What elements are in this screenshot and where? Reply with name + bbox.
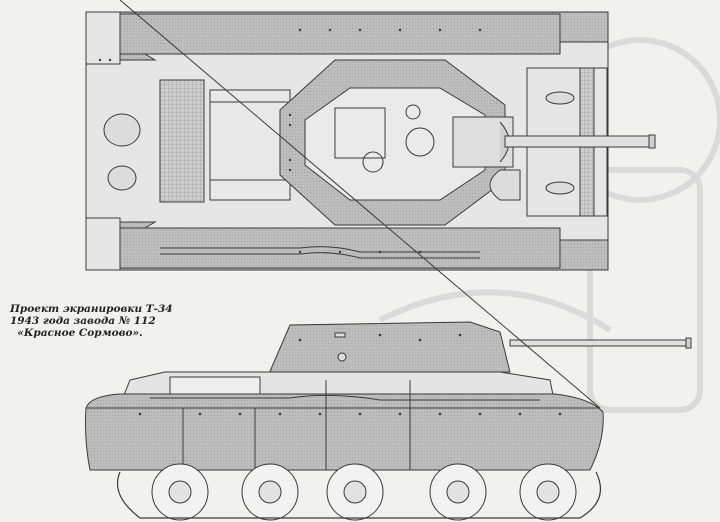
caption-line-1: Проект экранировки Т-34 [10,303,173,315]
drawing-caption: Проект экранировки Т-34 1943 года завода… [10,303,173,339]
caption-line-3: «Красное Сормово». [17,327,143,339]
side-view [85,0,692,521]
top-view [85,11,656,271]
caption-line-2: 1943 года завода № 112 [10,315,156,327]
